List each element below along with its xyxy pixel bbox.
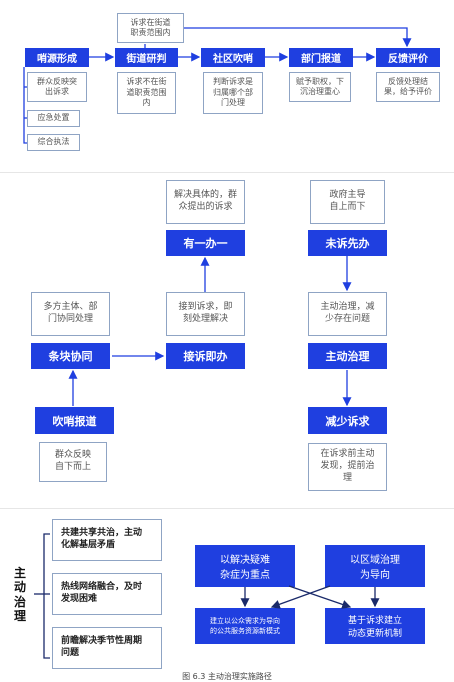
- node-public-service-model: 建立以公众需求为导向 的公共服务资源新模式: [195, 608, 295, 644]
- note-multi-party-cooperation: 多方主体、部 门协同处理: [31, 292, 110, 336]
- node-block-coordination: 条块协同: [31, 343, 110, 369]
- note-law-enforcement: 综合执法: [27, 134, 80, 151]
- note-judge-department: 判断诉求是 归属哪个部 门处理: [203, 72, 263, 114]
- item-seasonal-issues: 前瞻解决季节性周期 问题: [52, 627, 162, 669]
- note-in-street-scope: 诉求在街道 职责范围内: [117, 13, 184, 43]
- node-focus-difficult-issues: 以解决疑难 杂症为重点: [195, 545, 295, 587]
- note-solve-specific-requests: 解决具体的，群 众提出的诉求: [166, 180, 245, 224]
- figure-caption: 图 6.3 主动治理实施路径: [182, 672, 272, 681]
- note-discover-early: 在诉求前主动 发现，提前治 理: [308, 443, 387, 491]
- item-co-governance: 共建共享共治，主动 化解基层矛盾: [52, 519, 162, 561]
- note-proactive-reduce-issues: 主动治理，减 少存在问题: [308, 292, 387, 336]
- note-immediate-handling: 接到诉求，即 刻处理解决: [166, 292, 245, 336]
- note-emergency-handling: 应急处置: [27, 110, 80, 127]
- node-one-request-one-solution: 有一办一: [166, 230, 245, 256]
- node-act-before-request: 未诉先办: [308, 230, 387, 256]
- arrow-bypass-to-feedback: [184, 27, 412, 48]
- note-government-led: 政府主导 自上而下: [310, 180, 385, 224]
- step-feedback-evaluation: 反馈评价: [376, 48, 440, 67]
- step-department-report: 部门报道: [289, 48, 353, 67]
- node-reduce-requests: 减少诉求: [308, 407, 387, 434]
- section-separator: [0, 172, 454, 173]
- node-regional-governance-oriented: 以区域治理 为导向: [325, 545, 425, 587]
- note-public-reports: 群众反映突 出诉求: [27, 72, 87, 102]
- note-not-in-street-scope: 诉求不在街 道职责范围 内: [117, 72, 176, 114]
- bracket-bottom-items: [43, 533, 50, 659]
- arrow-regional-to-service: [270, 585, 331, 609]
- item-hotline-integration: 热线网络融合，及时 发现困难: [52, 573, 162, 615]
- node-handle-on-receipt: 接诉即办: [166, 343, 245, 369]
- node-whistle-report: 吹哨报道: [35, 407, 114, 434]
- note-grant-authority: 赋予职权，下 沉治理重心: [289, 72, 351, 102]
- step-source-formation: 哨源形成: [25, 48, 89, 67]
- step-community-whistle: 社区吹哨: [201, 48, 265, 67]
- section-separator-2: [0, 508, 454, 509]
- side-label-proactive-governance: 主 动 治 理: [13, 566, 26, 624]
- node-proactive-governance: 主动治理: [308, 343, 387, 369]
- note-bottom-up: 群众反映 自下而上: [39, 442, 107, 482]
- arrow-difficult-to-dynamic: [288, 585, 352, 609]
- note-feedback-result: 反馈处理结 果，给予评价: [376, 72, 440, 102]
- bracket-source-notes: [23, 67, 27, 144]
- step-street-analysis: 街道研判: [115, 48, 178, 67]
- node-dynamic-update-mechanism: 基于诉求建立 动态更新机制: [325, 608, 425, 644]
